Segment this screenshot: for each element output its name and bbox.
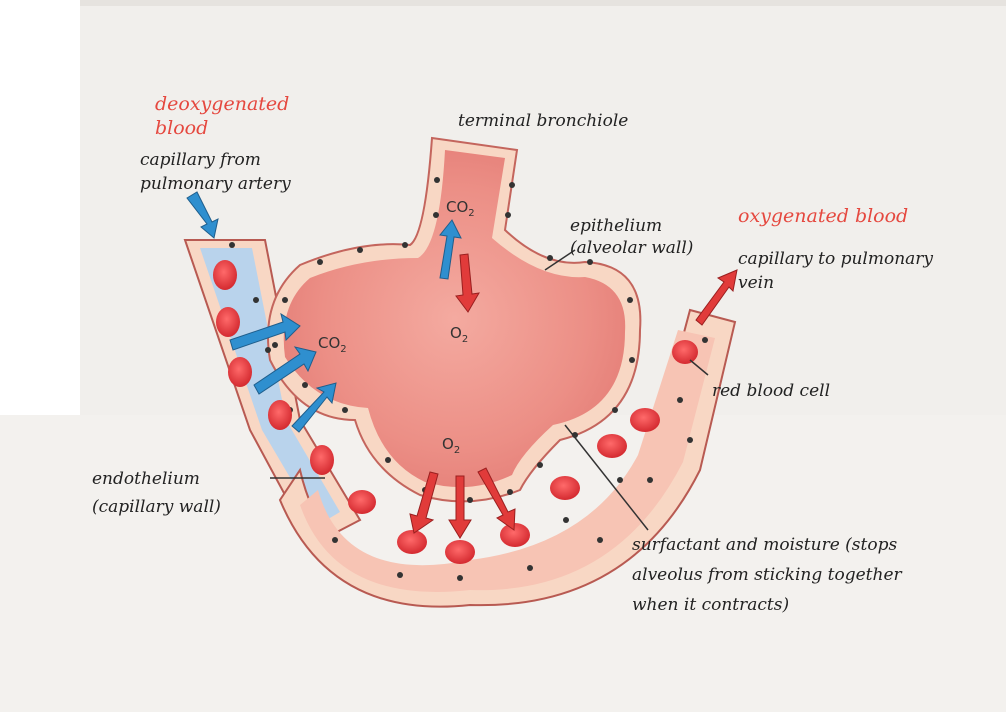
surfactant-label: surfactant and moisture (stops alveolus … bbox=[632, 535, 902, 615]
lower-capillary bbox=[278, 308, 737, 608]
co2-diffusion-arrow-icon bbox=[291, 382, 337, 433]
page-shadow-edge bbox=[80, 0, 1006, 6]
o2-label-bottom: O2 bbox=[442, 435, 461, 456]
capillary-to-pulmonary-vein-label: capillary to pulmonary vein bbox=[738, 249, 934, 293]
co2-diffusion-arrows bbox=[186, 191, 462, 433]
o2-diffusion-arrow-icon bbox=[455, 253, 480, 313]
epithelium-label: epithelium (alveolar wall) bbox=[570, 216, 694, 258]
o2-diffusion-arrow-icon bbox=[448, 475, 472, 539]
o2-diffusion-arrow-icon bbox=[409, 471, 439, 534]
co2-diffusion-arrow-icon bbox=[229, 312, 301, 351]
o2-diffusion-arrow-icon bbox=[477, 467, 516, 531]
terminal-bronchiole-label: terminal bronchiole bbox=[458, 111, 629, 131]
alveolus bbox=[267, 136, 642, 503]
wall-nuclei bbox=[229, 177, 708, 581]
pointer-lines bbox=[270, 249, 709, 531]
capillary-from-pulmonary-artery-label: capillary from pulmonary artery bbox=[140, 150, 291, 194]
oxygenated-blood-label: oxygenated blood bbox=[738, 205, 909, 227]
red-blood-cell-label: red blood cell bbox=[712, 381, 831, 401]
co2-diffusion-arrow-icon bbox=[439, 219, 462, 280]
co2-label-top: CO2 bbox=[446, 198, 475, 219]
o2-diffusion-arrows bbox=[409, 253, 738, 539]
red-blood-cells bbox=[213, 260, 698, 564]
co2-label-left: CO2 bbox=[318, 334, 347, 355]
o2-label-top: O2 bbox=[450, 324, 469, 345]
deoxygenated-blood-label: deoxygenated blood bbox=[155, 93, 290, 139]
blood-flow-arrow-icon bbox=[695, 269, 738, 326]
co2-diffusion-arrow-icon bbox=[253, 346, 317, 395]
blood-flow-arrow-icon bbox=[186, 191, 219, 239]
endothelium-label: endothelium (capillary wall) bbox=[92, 469, 221, 517]
